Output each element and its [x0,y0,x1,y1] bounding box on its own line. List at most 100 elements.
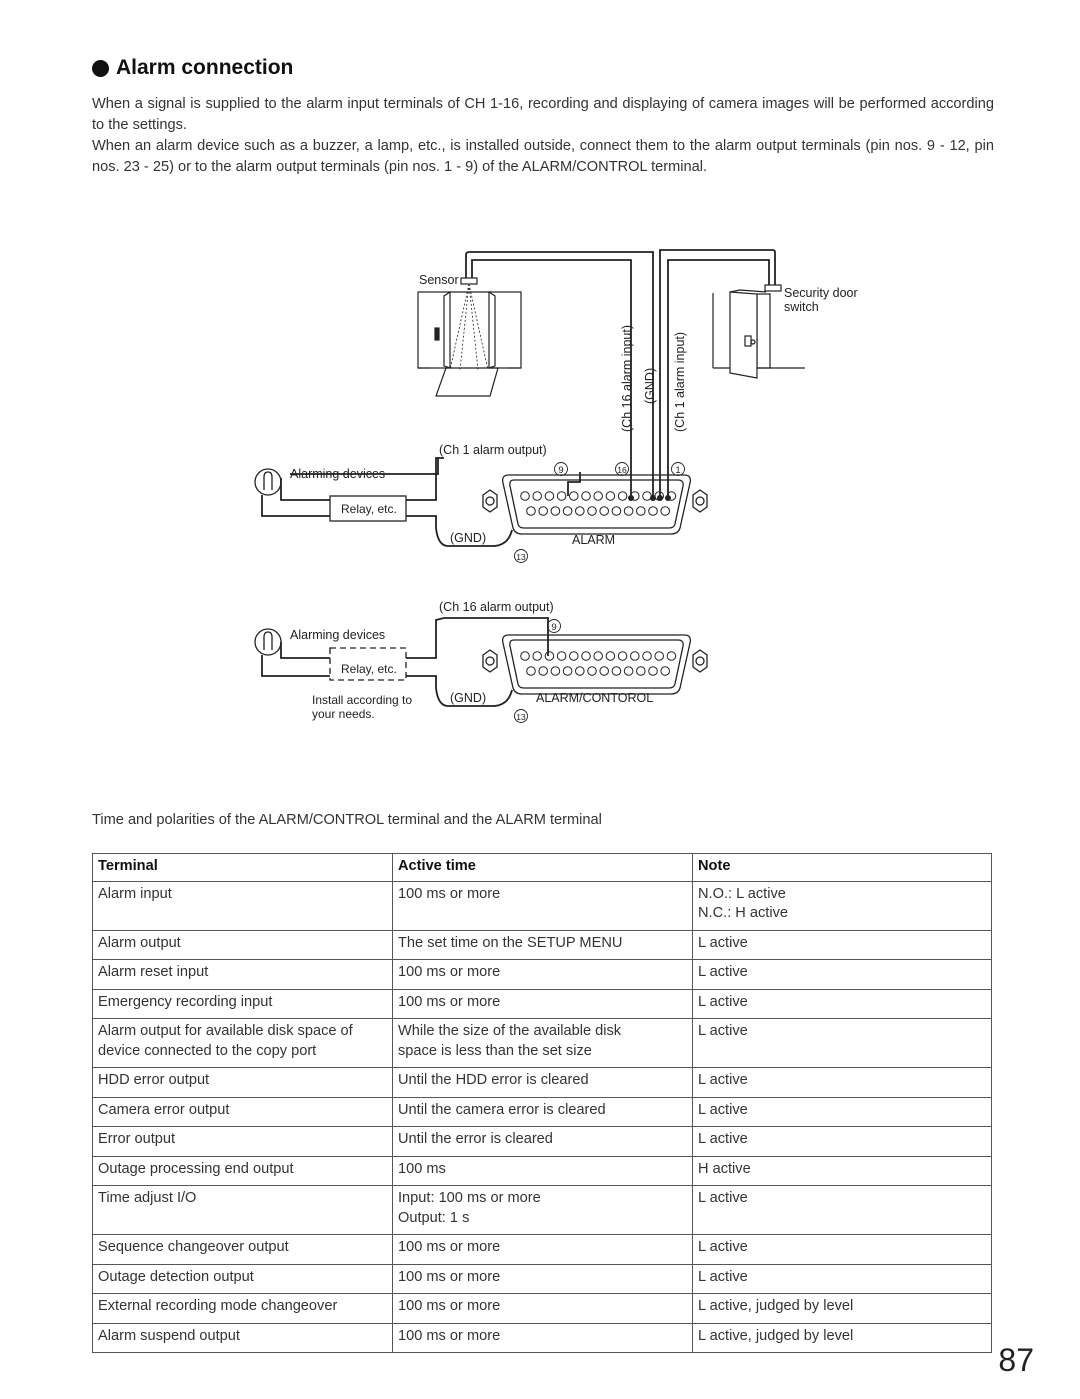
alarm-connector [482,474,708,535]
pin-1-label: 1 [675,465,680,476]
page-number: 87 [998,1342,1034,1378]
terminal-cell: Error output [92,1126,393,1157]
terminal-cell: Outage processing end output [92,1155,393,1186]
pin-9-label-b: 9 [551,622,556,633]
connector-pin [569,491,579,501]
note-cell: N.O.: L active N.C.: H active [692,880,992,931]
connector-pin [599,666,610,676]
terminal-cell: External recording mode changeover [92,1293,393,1324]
active-time-cell: While the size of the available disk spa… [392,1018,693,1068]
relay-box-1 [329,495,407,522]
note-cell: L active [692,1185,992,1235]
terminal-cell: Emergency recording input [92,988,393,1019]
connector-pin [556,491,567,501]
terminal-cell: Time adjust I/O [92,1185,393,1235]
active-time-cell: 100 ms or more [392,1263,693,1294]
connector-pin [636,506,646,516]
connector-pin [538,666,549,676]
connector-pin [575,506,585,516]
relay-box-2 [329,647,407,681]
terminal-cell: Alarm reset input [92,959,393,990]
ch16-alarm-output-label: (Ch 16 alarm output) [439,600,554,614]
connector-pin [636,666,646,676]
pin-13-label-b: 13 [516,712,526,722]
connector-pin [544,651,555,661]
alarming-devices-label-1: Alarming devices [290,467,385,481]
active-time-cell: Until the error is cleared [392,1126,693,1157]
terminal-cell: Outage detection output [92,1263,393,1294]
active-time-cell: 100 ms [392,1155,693,1186]
terminal-cell: Camera error output [92,1096,393,1127]
connector-pin [593,491,604,501]
connector-pin [599,506,610,516]
alarming-devices-label-2: Alarming devices [290,628,385,642]
connector-pin [538,506,549,516]
connector-pin [562,666,573,676]
note-cell: L active [692,1067,992,1098]
intro-paragraph-1: When a signal is supplied to the alarm i… [92,96,994,133]
active-time-cell: 100 ms or more [392,959,693,990]
connector-pin [623,506,634,516]
door-switch-label-1: Security door [784,286,858,300]
alarming-device-2 [254,628,282,656]
ch1-alarm-input-label: (Ch 1 alarm input) [673,332,687,432]
connector-pin [575,666,585,676]
active-time-cell: 100 ms or more [392,1293,693,1324]
sensor-label: Sensor [419,273,459,287]
active-time-cell: 100 ms or more [392,1322,693,1353]
table-header-row: Terminal Active time Note [92,853,992,882]
connector-pin [581,651,591,661]
connector-pin [660,666,671,676]
connector-pin [642,491,652,501]
alarm-connection-diagram: Sensor Security door switch (Ch 16 alarm… [254,249,858,723]
connector-pin [569,651,579,661]
gnd-label-2: (GND) [450,691,486,705]
connector-pin [526,666,536,676]
column-header-terminal: Terminal [92,853,393,882]
active-time-cell: Input: 100 ms or more Output: 1 s [392,1185,693,1235]
ch1-alarm-output-label: (Ch 1 alarm output) [439,443,547,457]
bullet-icon [92,59,109,77]
gnd-vertical-label: (GND) [643,368,657,404]
connector-pin [648,666,658,676]
column-header-note: Note [692,853,992,882]
intro-paragraph-2: When an alarm device such as a buzzer, a… [92,138,994,175]
note-cell: L active [692,959,992,990]
note-cell: L active [692,1234,992,1265]
connector-pin [550,506,561,516]
alarm-control-connector [482,634,708,695]
active-time-cell: 100 ms or more [392,988,693,1019]
relay-label-1: Relay, etc. [341,502,397,516]
connector-pin [556,651,567,661]
connector-pin [562,506,573,516]
connector-pin [654,651,665,661]
security-door-icon [712,284,805,379]
alarming-device-1 [254,468,282,496]
connector-pin [605,651,616,661]
note-cell: L active [692,988,992,1019]
connector-pin [526,506,536,516]
connector-pin [520,491,530,501]
connector-pin [532,651,543,661]
connector-pin [654,491,665,501]
note-cell: L active [692,929,992,960]
alarm-connector-label: ALARM [572,533,615,547]
note-cell: L active [692,1126,992,1157]
connector-pin [630,651,640,661]
connector-pin [605,491,616,501]
terminal-cell: Alarm output [92,929,393,960]
connector-pin [611,666,622,676]
connector-pin [593,651,604,661]
connector-pin [550,666,561,676]
sensor-door-icon [417,277,522,397]
terminal-cell: HDD error output [92,1067,393,1098]
